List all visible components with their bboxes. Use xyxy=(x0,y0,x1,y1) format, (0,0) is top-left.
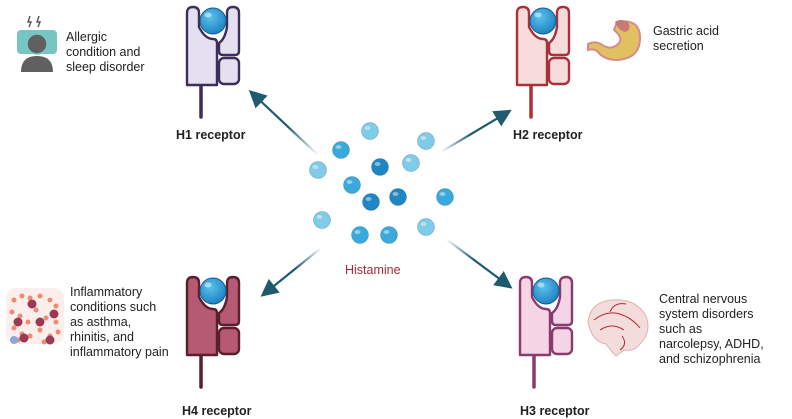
effect-line: condition and xyxy=(66,45,141,59)
h2-effect-text: Gastric acid secretion xyxy=(653,24,719,54)
blood-cells-icon xyxy=(6,288,64,345)
histamine-molecule xyxy=(343,176,361,194)
h1-receptor-label: H1 receptor xyxy=(176,128,246,142)
effect-line: rhinitis, and xyxy=(70,330,134,344)
effect-line: system disorders xyxy=(659,307,754,321)
h4-receptor-shape xyxy=(185,275,241,389)
histamine-molecule xyxy=(351,226,369,244)
effect-line: Inflammatory xyxy=(70,285,143,299)
histamine-label: Histamine xyxy=(345,263,401,277)
histamine-molecule xyxy=(417,132,435,150)
h3-receptor-shape xyxy=(518,275,574,389)
h3-receptor-label: H3 receptor xyxy=(520,404,590,418)
arrow-to-h1 xyxy=(248,89,319,156)
effect-line: and schizophrenia xyxy=(659,352,761,366)
effect-line: sleep disorder xyxy=(66,60,145,74)
histamine-molecule xyxy=(436,188,454,206)
effect-line: as asthma, xyxy=(70,315,132,329)
histamine-molecule xyxy=(371,158,389,176)
histamine-molecule xyxy=(313,211,331,229)
sleeping-person-icon xyxy=(17,15,57,72)
histamine-molecule xyxy=(380,226,398,244)
h3-effect-text: Central nervous system disorders such as… xyxy=(659,292,764,367)
h4-effect-text: Inflammatory conditions such as asthma, … xyxy=(70,285,169,360)
arrow-to-h4 xyxy=(260,247,322,297)
h1-receptor-shape xyxy=(185,5,241,119)
histamine-molecule xyxy=(417,218,435,236)
histamine-molecule xyxy=(332,141,350,159)
effect-line: inflammatory pain xyxy=(70,345,169,359)
h1-effect-text: Allergic condition and sleep disorder xyxy=(66,30,145,75)
histamine-molecule xyxy=(309,161,327,179)
h2-receptor-label: H2 receptor xyxy=(513,128,583,142)
stomach-icon xyxy=(587,20,642,62)
effect-line: Allergic xyxy=(66,30,107,44)
effect-line: such as xyxy=(659,322,703,336)
arrow-to-h3 xyxy=(445,238,513,289)
histamine-molecule xyxy=(362,193,380,211)
effect-line: narcolepsy, ADHD, xyxy=(659,337,764,351)
effect-line: conditions such xyxy=(70,300,157,314)
h4-receptor-label: H4 receptor xyxy=(182,404,252,418)
effect-line: Central nervous xyxy=(659,292,748,306)
arrow-to-h2 xyxy=(440,109,512,153)
histamine-molecule xyxy=(389,188,407,206)
h2-receptor-shape xyxy=(515,5,571,119)
effect-line: secretion xyxy=(653,39,704,53)
brain-icon xyxy=(587,299,649,357)
histamine-molecule xyxy=(402,154,420,172)
histamine-molecule xyxy=(361,122,379,140)
effect-line: Gastric acid xyxy=(653,24,719,38)
